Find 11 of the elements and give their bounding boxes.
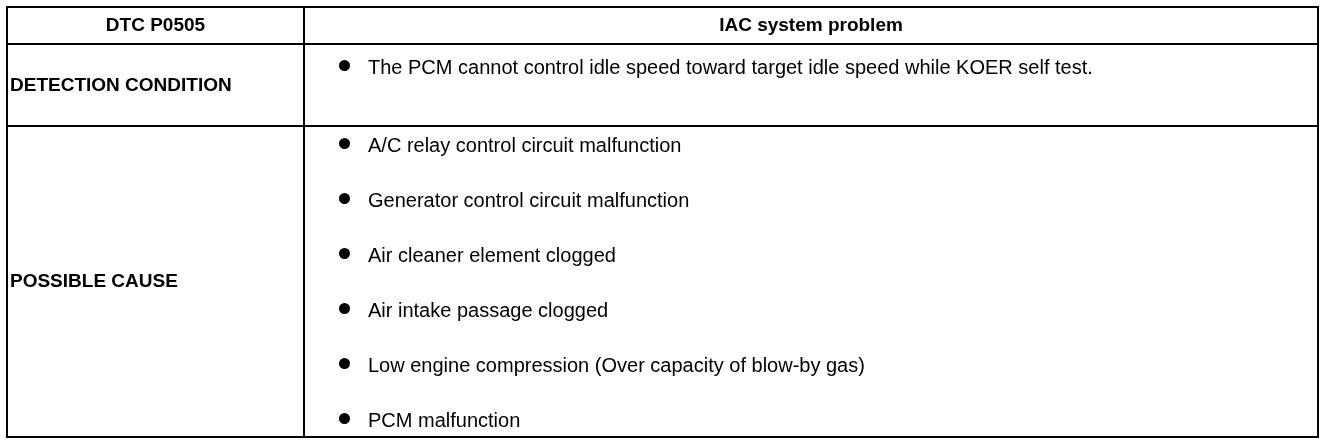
cell-text: The PCM cannot control idle speed toward target idle speed while KOER self test. <box>368 55 1093 80</box>
cell-text: A/C relay control circuit malfunction <box>368 133 682 158</box>
header-cell-text: IAC system problem <box>719 13 903 38</box>
header-cell-text: DTC P0505 <box>105 13 206 38</box>
row-header-text: DETECTION CONDITION <box>10 72 232 97</box>
cell-text: Low engine compression (Over capacity of blow-by gas) <box>368 353 865 378</box>
cell-text: Generator control circuit malfunction <box>368 188 690 213</box>
cell-text: Air cleaner element clogged <box>368 243 616 268</box>
row-header-text: POSSIBLE CAUSE <box>10 269 178 294</box>
cell-text: PCM malfunction <box>368 408 521 433</box>
cell-text: Air intake passage clogged <box>368 298 609 323</box>
